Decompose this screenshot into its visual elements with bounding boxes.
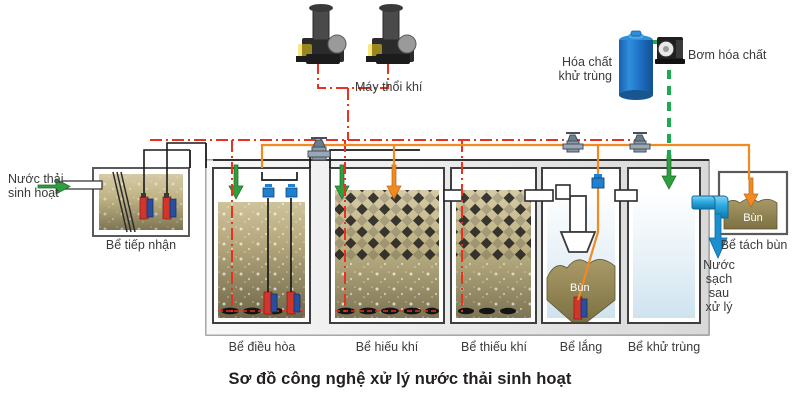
inlet-label: Nước thải sinh hoạt xyxy=(8,172,64,200)
tank-label-aerobic: Bể hiếu khí xyxy=(355,340,419,354)
tank-label-receiving: Bể tiếp nhận xyxy=(105,238,177,252)
pump-receiving-1[interactable] xyxy=(139,193,154,220)
pump-sludge[interactable] xyxy=(573,296,588,320)
overflow-ports xyxy=(443,189,638,202)
sludge-tank-content-label: Bùn xyxy=(743,212,763,224)
tank-sludge-separation[interactable]: Bùn xyxy=(717,170,789,236)
valve-gate-sludge-1[interactable] xyxy=(562,132,584,153)
pump-equalization-1[interactable] xyxy=(286,291,301,315)
outlet-label: Nước sạch sau xử lý xyxy=(703,258,735,314)
dosing-pump-label: Bơm hóa chất xyxy=(688,48,767,62)
tank-label-disinfection: Bể khử trùng xyxy=(627,340,701,354)
valve-eq-pump-1[interactable] xyxy=(262,184,275,198)
blower-label: Máy thổi khí xyxy=(355,80,423,94)
air-line xyxy=(150,62,640,312)
pump-equalization-2[interactable] xyxy=(263,291,278,315)
sludge-return-arrow xyxy=(386,164,402,200)
tank-aerobic[interactable] xyxy=(329,167,445,324)
tank-label-equalization: Bể điều hòa xyxy=(228,340,296,354)
sludge-feed-arrow xyxy=(743,177,759,208)
settling-sludge-label: Bùn xyxy=(570,282,590,294)
diagram-title: Sơ đồ công nghệ xử lý nước thải sinh hoạ… xyxy=(228,370,572,388)
valve-sludge-riser[interactable] xyxy=(591,174,605,189)
tank-settling[interactable] xyxy=(541,167,621,324)
tank-disinfection[interactable] xyxy=(627,167,701,324)
clarifier-feedwell xyxy=(559,195,597,253)
tank-label-anoxic: Bể thiếu khí xyxy=(460,340,527,354)
tank-top-beams xyxy=(555,184,571,200)
tank-label-settling: Bể lắng xyxy=(559,340,603,354)
chemical-tank[interactable] xyxy=(619,30,653,100)
tank-equalization[interactable] xyxy=(212,167,311,324)
chemical-tank-label: Hóa chất khử trùng xyxy=(558,55,612,83)
dosing-pump[interactable] xyxy=(655,37,685,64)
valve-eq-pump-2[interactable] xyxy=(285,184,298,198)
water-piping xyxy=(189,143,709,168)
diffusers-anoxic xyxy=(458,307,516,315)
inlet-arrow xyxy=(37,178,71,195)
bar-screen xyxy=(112,171,136,233)
blower-2[interactable] xyxy=(366,4,417,64)
tank-label-sludge: Bể tách bùn xyxy=(720,238,788,252)
blower-1[interactable] xyxy=(296,4,347,64)
tank-anoxic[interactable] xyxy=(450,167,537,324)
pump-receiving-2[interactable] xyxy=(162,193,177,220)
valve-gate-main[interactable] xyxy=(307,137,331,161)
outlet-pipe xyxy=(691,195,729,259)
valve-gate-sludge-2[interactable] xyxy=(629,132,651,153)
tank-receiving[interactable] xyxy=(92,142,206,237)
